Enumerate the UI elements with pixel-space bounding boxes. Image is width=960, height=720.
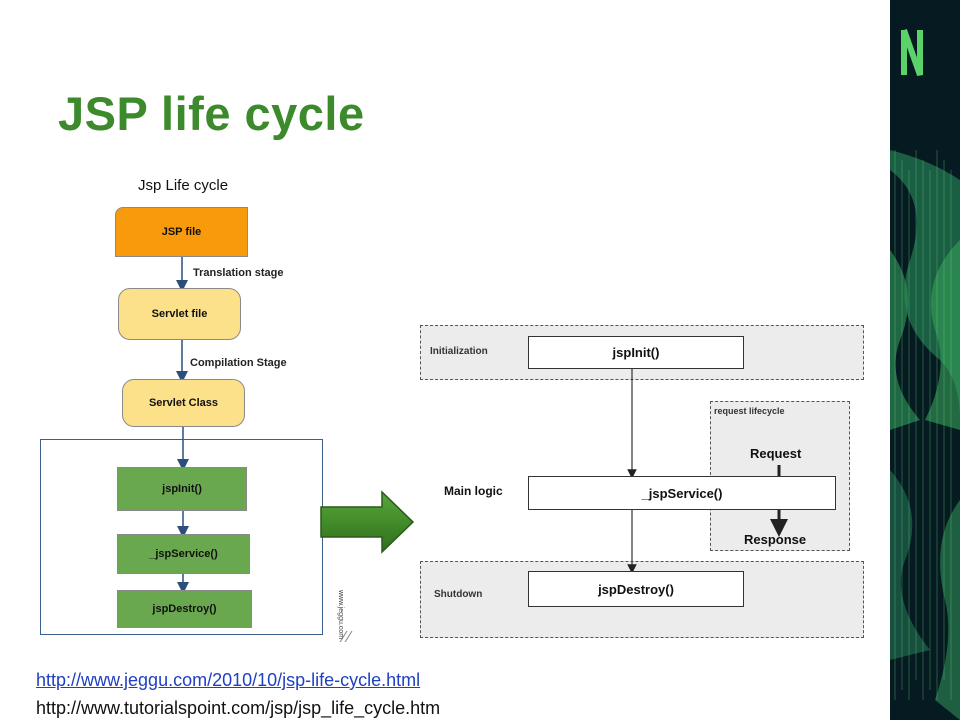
compilation-stage-label: Compilation Stage xyxy=(190,357,287,369)
jeggu-source-link[interactable]: http://www.jeggu.com/2010/10/jsp-life-cy… xyxy=(36,670,421,690)
response-label: Response xyxy=(744,532,807,547)
jspinit-box-right: jspInit() xyxy=(528,336,744,369)
slide-title: JSP life cycle xyxy=(58,87,365,140)
servlet-file-box: Servlet file xyxy=(118,288,241,340)
flow-diagram-title: Jsp Life cycle xyxy=(138,177,229,194)
decorative-side-band xyxy=(890,0,960,720)
jsp-lifecycle-flow-diagram: Jsp Life cycle JSP file Translation stag… xyxy=(40,172,380,642)
big-green-arrow-icon xyxy=(320,490,415,554)
jsp-file-box: JSP file xyxy=(115,207,248,257)
jsp-runtime-diagram: Initialization request lifecycle Shutdow… xyxy=(412,318,867,644)
jspdestroy-box: jspDestroy() xyxy=(117,590,252,628)
flow-connectors xyxy=(176,257,353,642)
jspservice-box-right: _jspService() xyxy=(528,476,836,510)
jspdestroy-box-right: jspDestroy() xyxy=(528,571,744,607)
shutdown-label: Shutdown xyxy=(434,589,483,600)
translation-stage-label: Translation stage xyxy=(193,267,284,279)
initialization-label: Initialization xyxy=(430,346,488,357)
jspinit-box: jspInit() xyxy=(117,467,247,511)
servlet-class-box: Servlet Class xyxy=(122,379,245,427)
watermark: www.jeggu.com xyxy=(337,590,344,640)
main-logic-label: Main logic xyxy=(438,484,509,498)
request-label: Request xyxy=(750,446,802,461)
jspservice-box: _jspService() xyxy=(117,534,250,574)
tutorialspoint-source-text: http://www.tutorialspoint.com/jsp/jsp_li… xyxy=(36,698,441,718)
request-lifecycle-label: request lifecycle xyxy=(714,406,785,416)
